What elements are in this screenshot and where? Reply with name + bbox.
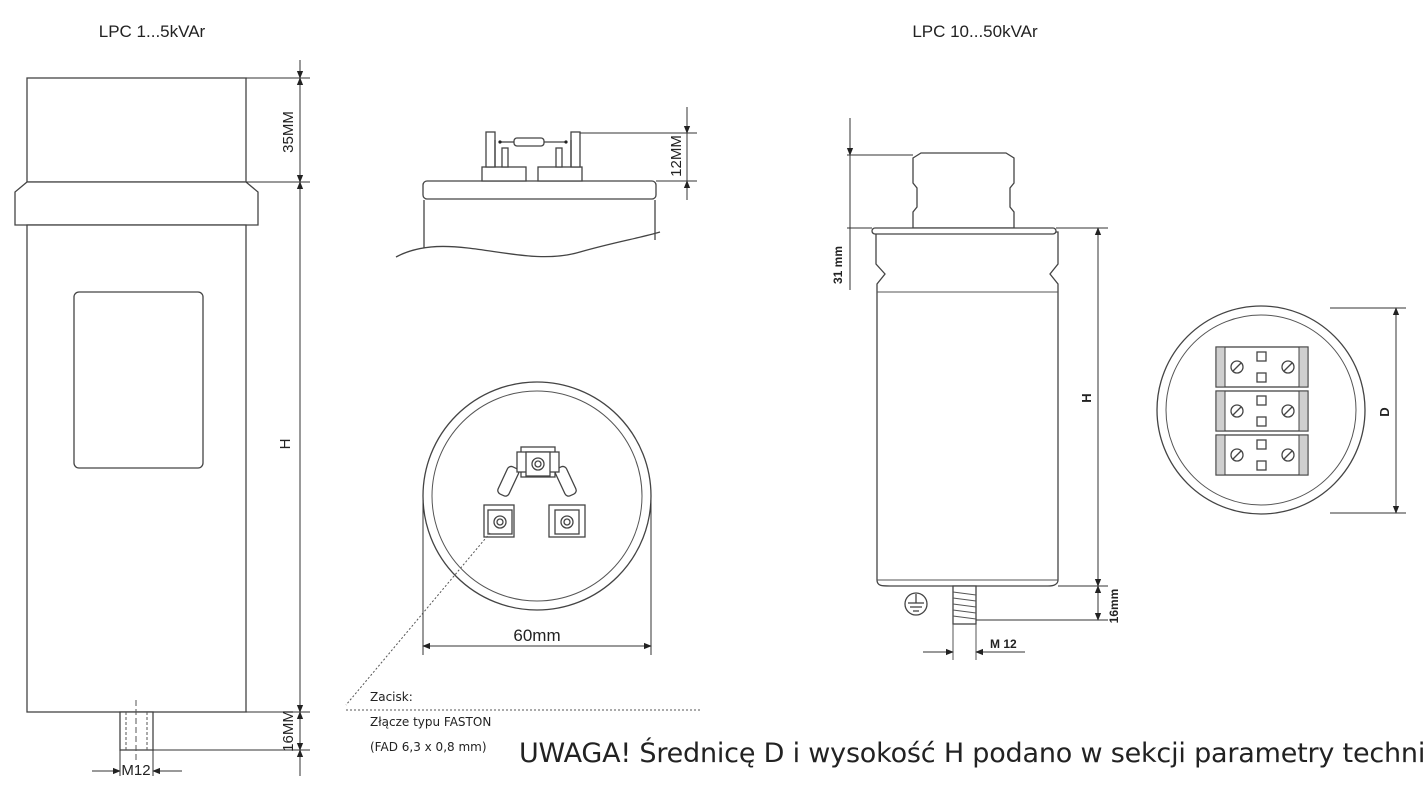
left-title: LPC 1...5kVAr [99, 22, 206, 41]
terminal-side-view [395, 131, 661, 258]
terminal-note-line-1: Zacisk: [370, 690, 413, 704]
small-capacitor-cap [26, 77, 247, 183]
large-top-height-label: 31 mm [831, 246, 845, 284]
ground-icon [904, 592, 928, 616]
large-capacitor-body [875, 231, 1059, 587]
large-diameter-dimension: D [1330, 307, 1406, 514]
large-capacitor-top-view [1156, 305, 1366, 515]
large-capacitor-side-view [871, 152, 1059, 660]
diameter-label: 60mm [513, 626, 560, 645]
large-diameter-label: D [1377, 407, 1392, 416]
terminal-strip-3 [1215, 434, 1309, 476]
top-height-label: 35MM [280, 111, 297, 153]
terminal-note-line-3: (FAD 6,3 x 0,8 mm) [370, 740, 487, 754]
terminal-note-line-2: Złącze typu FASTON [370, 715, 491, 729]
terminal-height-label: 12MM [668, 135, 685, 177]
diameter-60-dimension: 60mm [422, 500, 652, 655]
small-capacitor-top-view [345, 381, 700, 711]
small-capacitor-dimensions: 35MM H 16MM M12 [92, 60, 310, 779]
bolt-height-label: 16MM [280, 710, 297, 752]
bolt-label: M12 [121, 762, 150, 779]
terminal-strip-2 [1215, 390, 1309, 432]
terminal-strip-1 [1215, 346, 1309, 388]
height-label: H [277, 439, 294, 450]
small-capacitor-label-area [73, 291, 204, 469]
large-height-label: H [1079, 393, 1094, 402]
small-capacitor-collar [14, 181, 259, 226]
small-capacitor-side-view [14, 77, 259, 760]
right-title: LPC 10...50kVAr [912, 22, 1038, 41]
warning-note: UWAGA! Średnicę D i wysokość H podano w … [519, 738, 1426, 769]
large-capacitor-dimensions: 31 mm H 16mm M 12 [831, 118, 1121, 656]
terminal-height-dimension: 12MM [580, 107, 697, 200]
large-bolt-height-label: 16mm [1107, 589, 1121, 624]
large-bolt-label: M 12 [990, 637, 1017, 651]
large-capacitor-terminal-cover [912, 152, 1015, 229]
